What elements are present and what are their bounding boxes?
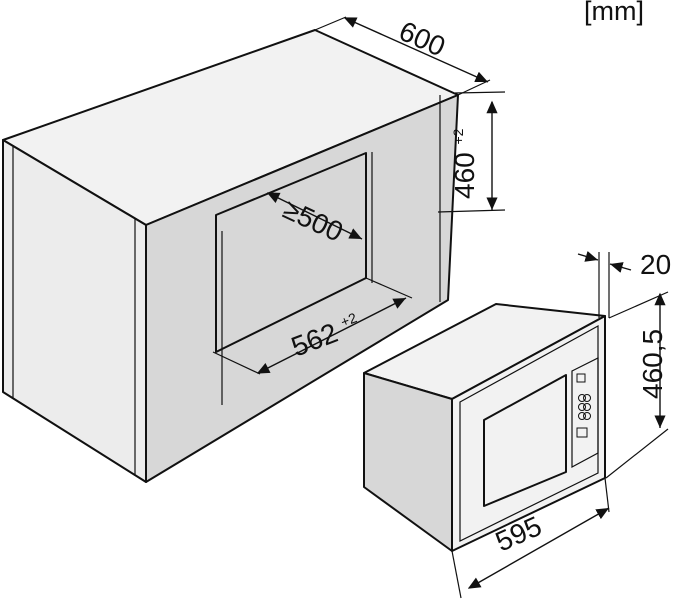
dimension-appliance-height: 460,5: [605, 291, 669, 479]
appliance-front-inner-frame: [459, 324, 599, 542]
cabinet-niche-height-value: 460: [449, 152, 480, 199]
appliance-knob-5-icon: [578, 412, 586, 420]
appliance-knob-6-icon: [583, 412, 591, 420]
appliance-knob-4-icon: [583, 403, 591, 411]
cabinet-plinth-line: [12, 397, 147, 483]
cabinet-side-face: [145, 94, 459, 483]
appliance-button-icon: [576, 427, 588, 438]
dimension-cabinet-niche-height: 460 +2: [437, 91, 506, 213]
niche-width-tolerance: +2: [338, 309, 359, 330]
appliance-height-label: 460,5: [637, 329, 668, 399]
cabinet-depth-label: 600: [395, 15, 450, 62]
appliance-knob-1-icon: [578, 394, 586, 402]
appliance: [363, 303, 606, 552]
appliance-control-panel: [571, 357, 599, 469]
unit-label: [mm]: [584, 0, 644, 26]
appliance-display-icon: [576, 373, 586, 383]
cabinet-niche-height-label: 460 +2: [449, 128, 480, 199]
appliance-knob-3-icon: [578, 403, 586, 411]
cabinet-niche-height-tolerance: +2: [450, 128, 466, 144]
appliance-front-depth-label: 20: [640, 249, 671, 280]
appliance-knob-2-icon: [583, 394, 591, 402]
appliance-side-face: [363, 372, 453, 552]
appliance-window: [483, 374, 567, 507]
dimension-appliance-front-depth: 20: [577, 249, 671, 318]
